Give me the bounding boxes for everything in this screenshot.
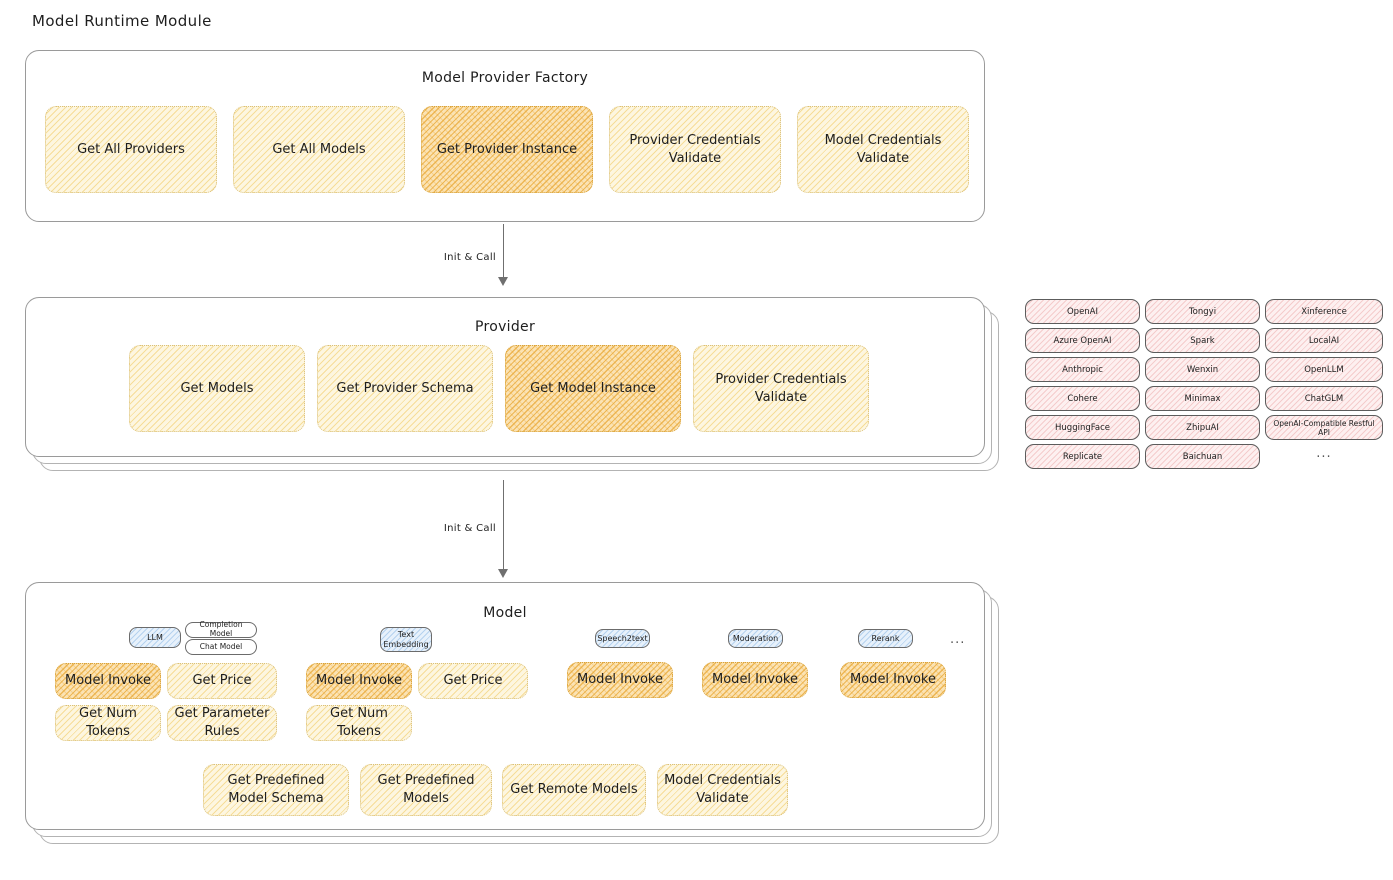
speech2text-node-model-invoke[interactable]: Model Invoke <box>567 662 673 698</box>
provider-chip-localai[interactable]: LocalAI <box>1265 328 1383 353</box>
model-node-get-predefined-models[interactable]: Get Predefined Models <box>360 764 492 816</box>
model-sub-badge-chat-model[interactable]: Chat Model <box>185 639 257 655</box>
provider-node-get-models[interactable]: Get Models <box>129 345 305 432</box>
provider-chip-list: OpenAI Azure OpenAI Anthropic Cohere Hug… <box>1025 299 1385 479</box>
provider-chip-baichuan[interactable]: Baichuan <box>1145 444 1260 469</box>
provider-chip-zhipuai[interactable]: ZhipuAI <box>1145 415 1260 440</box>
provider-chip-spark[interactable]: Spark <box>1145 328 1260 353</box>
text-embedding-node-get-num-tokens[interactable]: Get Num Tokens <box>306 705 412 741</box>
factory-node-model-credentials-validate[interactable]: Model Credentials Validate <box>797 106 969 193</box>
arrow-provider-to-model-label: Init & Call <box>443 523 496 534</box>
model-types-more: ... <box>950 632 966 647</box>
provider-node-get-provider-schema[interactable]: Get Provider Schema <box>317 345 493 432</box>
arrow-provider-to-model <box>503 480 504 572</box>
arrow-factory-to-provider <box>503 224 504 280</box>
provider-chip-huggingface[interactable]: HuggingFace <box>1025 415 1140 440</box>
text-embedding-node-model-invoke[interactable]: Model Invoke <box>306 663 412 699</box>
llm-node-model-invoke[interactable]: Model Invoke <box>55 663 161 699</box>
rerank-node-model-invoke[interactable]: Model Invoke <box>840 662 946 698</box>
factory-node-get-all-models[interactable]: Get All Models <box>233 106 405 193</box>
provider-chip-chatglm[interactable]: ChatGLM <box>1265 386 1383 411</box>
provider-node-provider-credentials-validate[interactable]: Provider Credentials Validate <box>693 345 869 432</box>
factory-node-get-all-providers[interactable]: Get All Providers <box>45 106 217 193</box>
factory-node-provider-credentials-validate[interactable]: Provider Credentials Validate <box>609 106 781 193</box>
provider-chip-openai[interactable]: OpenAI <box>1025 299 1140 324</box>
provider-chip-openllm[interactable]: OpenLLM <box>1265 357 1383 382</box>
arrow-factory-to-provider-head <box>498 277 508 286</box>
page-title: Model Runtime Module <box>32 12 212 30</box>
llm-node-get-num-tokens[interactable]: Get Num Tokens <box>55 705 161 741</box>
arrow-factory-to-provider-label: Init & Call <box>443 252 496 263</box>
arrow-provider-to-model-head <box>498 569 508 578</box>
model-label: Model <box>483 605 527 621</box>
provider-chip-wenxin[interactable]: Wenxin <box>1145 357 1260 382</box>
provider-chip-azure-openai[interactable]: Azure OpenAI <box>1025 328 1140 353</box>
model-type-badge-moderation[interactable]: Moderation <box>728 629 783 648</box>
provider-node-get-model-instance[interactable]: Get Model Instance <box>505 345 681 432</box>
model-node-get-predefined-model-schema[interactable]: Get Predefined Model Schema <box>203 764 349 816</box>
provider-label: Provider <box>474 319 536 335</box>
model-type-badge-text-embedding[interactable]: Text Embedding <box>380 627 432 652</box>
provider-chip-cohere[interactable]: Cohere <box>1025 386 1140 411</box>
llm-node-get-parameter-rules[interactable]: Get Parameter Rules <box>167 705 277 741</box>
model-node-model-credentials-validate[interactable]: Model Credentials Validate <box>657 764 788 816</box>
provider-chip-anthropic[interactable]: Anthropic <box>1025 357 1140 382</box>
provider-chip-replicate[interactable]: Replicate <box>1025 444 1140 469</box>
model-type-badge-llm[interactable]: LLM <box>129 627 181 648</box>
model-type-badge-rerank[interactable]: Rerank <box>858 629 913 648</box>
model-node-get-remote-models[interactable]: Get Remote Models <box>502 764 646 816</box>
text-embedding-node-get-price[interactable]: Get Price <box>418 663 528 699</box>
moderation-node-model-invoke[interactable]: Model Invoke <box>702 662 808 698</box>
model-type-badge-speech2text[interactable]: Speech2text <box>595 629 650 648</box>
model-provider-factory-label: Model Provider Factory <box>421 70 589 86</box>
llm-node-get-price[interactable]: Get Price <box>167 663 277 699</box>
model-sub-badge-completion-model[interactable]: Completion Model <box>185 621 257 638</box>
factory-node-get-provider-instance[interactable]: Get Provider Instance <box>421 106 593 193</box>
provider-chip-more: ... <box>1316 446 1332 461</box>
provider-chip-openai-compatible-restful-api[interactable]: OpenAI-Compatible Restful API <box>1265 415 1383 440</box>
provider-chip-tongyi[interactable]: Tongyi <box>1145 299 1260 324</box>
provider-chip-minimax[interactable]: Minimax <box>1145 386 1260 411</box>
provider-chip-xinference[interactable]: Xinference <box>1265 299 1383 324</box>
